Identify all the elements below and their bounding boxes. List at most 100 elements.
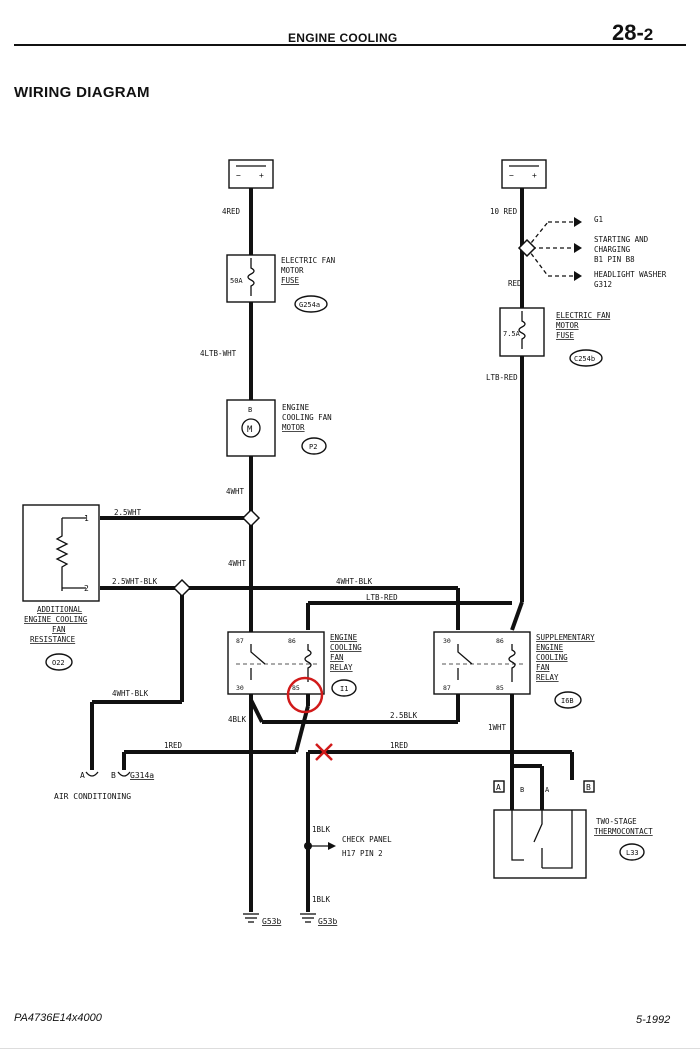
fuse-right: 7.5A — [499, 307, 545, 357]
svg-text:G312: G312 — [594, 280, 612, 289]
svg-text:ENGINE: ENGINE — [282, 403, 310, 412]
svg-text:−: − — [509, 171, 514, 180]
svg-text:87: 87 — [236, 637, 244, 645]
svg-text:LTB-RED: LTB-RED — [486, 373, 518, 382]
additional-resistance: 1 2 — [22, 504, 100, 602]
svg-text:G254a: G254a — [299, 301, 320, 309]
svg-text:H17 PIN 2: H17 PIN 2 — [342, 849, 383, 858]
svg-text:2.5BLK: 2.5BLK — [390, 711, 418, 720]
battery-right-icon: −+ — [501, 159, 547, 189]
svg-text:FAN: FAN — [52, 625, 66, 634]
svg-text:M: M — [247, 425, 253, 435]
svg-text:30: 30 — [236, 684, 244, 692]
svg-text:1RED: 1RED — [164, 741, 183, 750]
svg-text:RESISTANCE: RESISTANCE — [30, 635, 76, 644]
svg-text:I1: I1 — [340, 685, 348, 693]
svg-text:SUPPLEMENTARY: SUPPLEMENTARY — [536, 633, 595, 642]
svg-text:P2: P2 — [309, 443, 317, 451]
svg-text:MOTOR: MOTOR — [556, 321, 579, 330]
supplementary-fan-relay: 30 86 87 85 — [433, 631, 531, 695]
svg-text:1WHT: 1WHT — [488, 723, 507, 732]
component-labels: ELECTRIC FAN MOTOR FUSE ELECTRIC FAN MOT… — [24, 215, 667, 858]
document-date: 5-1992 — [636, 1014, 671, 1026]
document-code: PA4736E14x4000 — [14, 1012, 102, 1024]
svg-text:4WHT: 4WHT — [226, 487, 245, 496]
page-title: WIRING DIAGRAM — [14, 84, 150, 101]
svg-text:−: − — [236, 171, 241, 180]
svg-text:B: B — [586, 783, 591, 792]
svg-text:COOLING: COOLING — [536, 653, 568, 662]
highlight-circle — [286, 676, 324, 714]
svg-text:COOLING: COOLING — [330, 643, 362, 652]
svg-text:1BLK: 1BLK — [312, 825, 331, 834]
svg-text:86: 86 — [288, 637, 296, 645]
svg-text:B: B — [520, 786, 524, 794]
svg-text:I6B: I6B — [561, 697, 574, 705]
svg-text:ENGINE: ENGINE — [330, 633, 358, 642]
svg-text:ELECTRIC FAN: ELECTRIC FAN — [556, 311, 610, 320]
svg-text:FUSE: FUSE — [556, 331, 575, 340]
svg-text:10 RED: 10 RED — [490, 207, 518, 216]
svg-text:ENGINE COOLING: ENGINE COOLING — [24, 615, 88, 624]
fan-motor: M B — [226, 399, 276, 457]
svg-text:1RED: 1RED — [390, 741, 409, 750]
section-title: ENGINE COOLING — [288, 31, 398, 45]
svg-text:A: A — [496, 783, 501, 792]
battery-left-icon: −+ — [228, 159, 274, 189]
branch-arrows — [526, 217, 582, 281]
svg-text:O22: O22 — [52, 659, 65, 667]
svg-text:+: + — [532, 171, 537, 180]
svg-text:85: 85 — [496, 684, 504, 692]
svg-text:86: 86 — [496, 637, 504, 645]
svg-text:1BLK: 1BLK — [312, 895, 331, 904]
svg-text:L33: L33 — [626, 849, 639, 857]
svg-text:B1 PIN B8: B1 PIN B8 — [594, 255, 635, 264]
svg-text:G53b: G53b — [318, 917, 337, 926]
svg-text:CHARGING: CHARGING — [594, 245, 631, 254]
svg-text:FUSE: FUSE — [281, 276, 300, 285]
ac-connector: A B G314a AIR CONDITIONING — [54, 771, 154, 801]
svg-text:G1: G1 — [594, 215, 603, 224]
svg-text:G314a: G314a — [130, 771, 154, 780]
svg-text:A: A — [545, 786, 550, 794]
svg-text:COOLING FAN: COOLING FAN — [282, 413, 332, 422]
svg-text:HEADLIGHT WASHER: HEADLIGHT WASHER — [594, 270, 667, 279]
svg-text:RED: RED — [508, 279, 522, 288]
svg-text:LTB-RED: LTB-RED — [366, 593, 398, 602]
svg-text:2.5WHT: 2.5WHT — [114, 508, 142, 517]
svg-text:STARTING AND: STARTING AND — [594, 235, 649, 244]
svg-text:FAN: FAN — [330, 653, 344, 662]
header-rule — [14, 44, 686, 46]
svg-text:AIR CONDITIONING: AIR CONDITIONING — [54, 792, 131, 801]
ground-left-icon: G53b — [243, 913, 281, 926]
svg-text:TWO-STAGE: TWO-STAGE — [596, 817, 637, 826]
svg-text:7.5A: 7.5A — [503, 330, 521, 338]
component-code-ovals: G254a C254b P2 O22 I1 I6B L33 — [45, 295, 645, 861]
svg-text:B: B — [248, 406, 252, 414]
svg-text:50A: 50A — [230, 277, 243, 285]
svg-text:4BLK: 4BLK — [228, 715, 247, 724]
svg-text:ELECTRIC FAN: ELECTRIC FAN — [281, 256, 335, 265]
svg-text:C254b: C254b — [574, 355, 595, 363]
svg-text:4WHT-BLK: 4WHT-BLK — [112, 689, 149, 698]
fuse-left: 50A — [226, 254, 276, 303]
page-number: 28-2 — [612, 20, 654, 45]
svg-text:RELAY: RELAY — [330, 663, 353, 672]
svg-text:4LTB-WHT: 4LTB-WHT — [200, 349, 237, 358]
svg-text:THERMOCONTACT: THERMOCONTACT — [594, 827, 653, 836]
junction-node — [172, 578, 192, 598]
footer-rule — [0, 1048, 700, 1049]
main-fan-relay: 87 86 30 85 — [227, 631, 325, 695]
svg-text:CHECK PANEL: CHECK PANEL — [342, 835, 392, 844]
svg-text:4RED: 4RED — [222, 207, 241, 216]
svg-text:MOTOR: MOTOR — [282, 423, 305, 432]
svg-text:A: A — [80, 771, 85, 780]
ground-right-icon: G53b — [300, 913, 337, 926]
junction-node — [517, 238, 537, 258]
wire-network — [90, 188, 574, 912]
svg-text:87: 87 — [443, 684, 451, 692]
svg-text:G53b: G53b — [262, 917, 281, 926]
svg-text:MOTOR: MOTOR — [281, 266, 304, 275]
